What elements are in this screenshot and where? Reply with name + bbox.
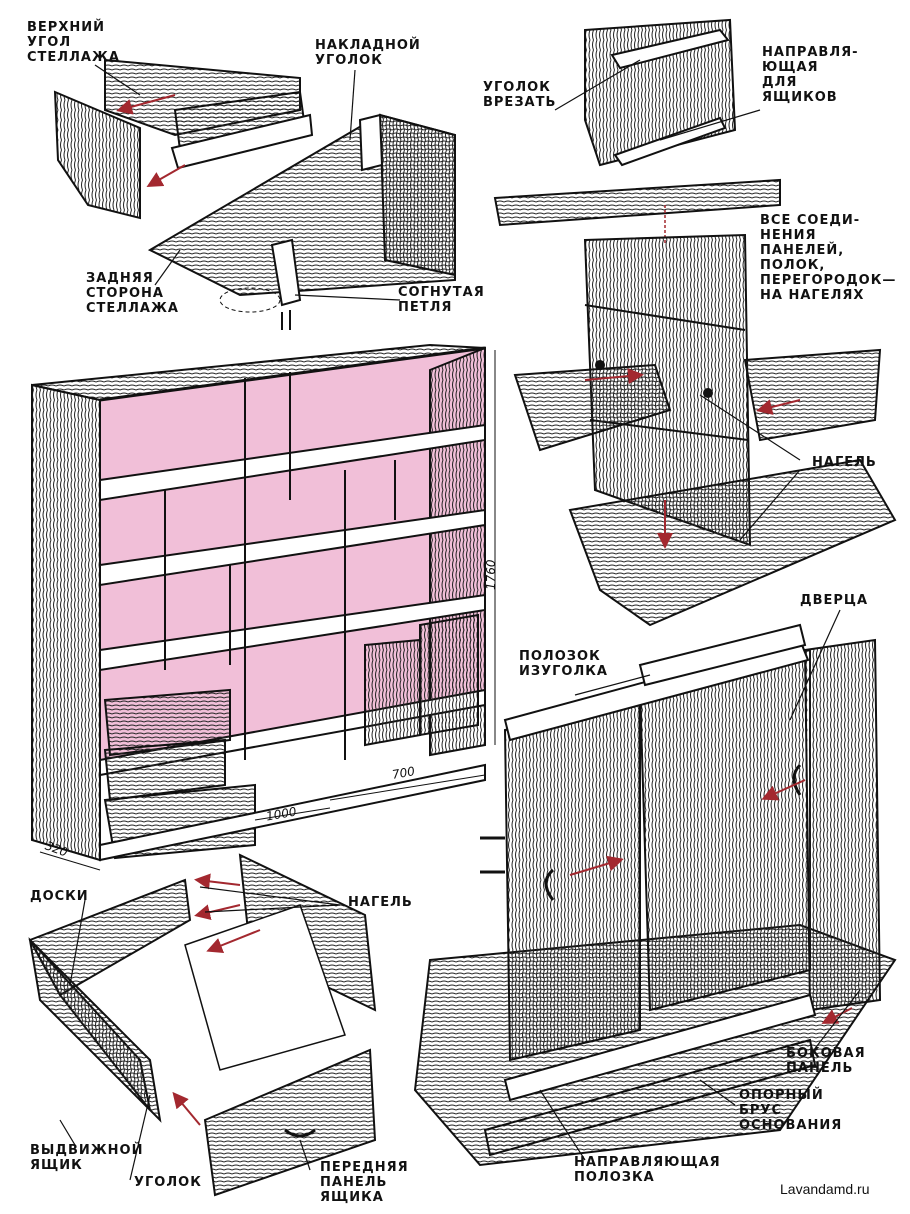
- label-top-corner: ВЕРХНИЙ УГОЛ СТЕЛЛАЖА: [27, 20, 120, 65]
- label-dowel-joints: ВСЕ СОЕДИ- НЕНИЯ ПАНЕЛЕЙ, ПОЛОК, ПЕРЕГОР…: [760, 213, 897, 303]
- label-back-side: ЗАДНЯЯ СТОРОНА СТЕЛЛАЖА: [86, 271, 179, 316]
- label-support-beam: ОПОРНЫЙ БРУС ОСНОВАНИЯ: [739, 1088, 843, 1133]
- top-corner-detail: [53, 58, 314, 220]
- label-side-panel: БОКОВАЯ ПАНЕЛЬ: [786, 1046, 866, 1076]
- label-boards: ДОСКИ: [30, 889, 89, 904]
- label-dowel-1: НАГЕЛЬ: [812, 455, 877, 470]
- label-drawer-guide: НАПРАВЛЯ- ЮЩАЯ ДЛЯ ЯЩИКОВ: [762, 45, 859, 105]
- label-guide-slide: НАПРАВЛЯЮЩАЯ ПОЛОЗКА: [574, 1155, 721, 1185]
- bookcase: [31, 343, 496, 871]
- dimension-height: 1760: [484, 559, 498, 590]
- drawer-guide-detail: [584, 18, 737, 167]
- back-side-detail: [147, 113, 456, 330]
- label-door: ДВЕРЦА: [800, 593, 869, 608]
- sliding-door-assembly: [413, 623, 897, 1167]
- dowel-joints-detail: [493, 178, 897, 627]
- label-corner: УГОЛОК: [134, 1175, 202, 1190]
- leader-lines: [59, 59, 861, 1181]
- label-angle-slide: ПОЛОЗОК ИЗУГОЛКА: [519, 649, 608, 679]
- watermark: Lavandamd.ru: [780, 1181, 870, 1197]
- label-dowel-2: НАГЕЛЬ: [348, 895, 413, 910]
- drawer-assembly: [28, 853, 377, 1197]
- label-pull-drawer: ВЫДВИЖНОЙ ЯЩИК: [30, 1143, 144, 1173]
- label-front-panel: ПЕРЕДНЯЯ ПАНЕЛЬ ЯЩИКА: [320, 1160, 409, 1205]
- label-cut-angle: УГОЛОК ВРЕЗАТЬ: [483, 80, 557, 110]
- label-overlay-angle: НАКЛАДНОЙ УГОЛОК: [315, 38, 421, 68]
- label-bent-hinge: СОГНУТАЯ ПЕТЛЯ: [398, 285, 485, 315]
